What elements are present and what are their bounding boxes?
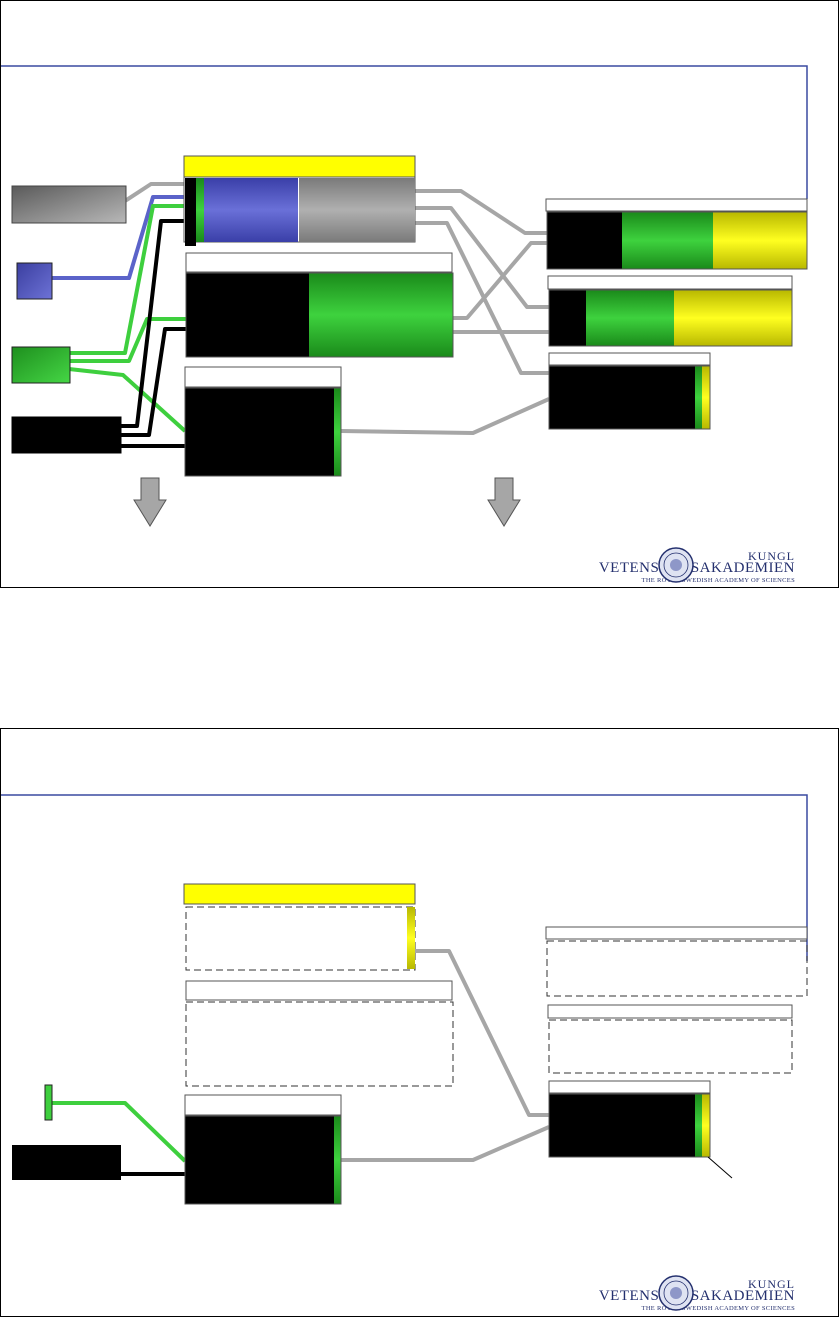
right-bar-2-header — [547, 275, 793, 290]
right-bar-3-group — [548, 1080, 711, 1158]
mid-bar-frame — [185, 272, 454, 358]
link-green-1 — [69, 204, 191, 355]
title-frame-line — [1, 794, 808, 961]
down-arrow-icon — [487, 477, 521, 527]
low-bar-header — [184, 366, 342, 388]
right-bar-1-header — [545, 198, 808, 212]
logo-line-2: VETENSKAPSAKADEMIEN — [598, 1288, 795, 1304]
link-gray-source — [123, 182, 187, 203]
low-bar-black-seg — [185, 388, 334, 476]
right-bar-2-frame — [548, 289, 793, 347]
low-bar-frame — [184, 387, 342, 477]
mid-bar-green-seg — [309, 273, 453, 357]
right-bar-2-yellow-seg — [674, 290, 792, 346]
link-low-right — [340, 397, 550, 435]
right-bar-1-green-seg — [622, 212, 713, 269]
link-low-right — [341, 1125, 550, 1162]
top-bar-group — [183, 883, 416, 971]
right-bar-3-black-seg — [549, 1094, 695, 1157]
right-bar-3-yellow-seg — [702, 1094, 710, 1157]
slide-1: KUNGL VETENSKAPSAKADEMIEN THE ROYAL SWED… — [0, 0, 839, 588]
mid-bar-header — [185, 252, 453, 273]
top-bar-black-seg — [185, 178, 196, 246]
down-arrow-icon — [133, 477, 167, 527]
right-bar-1-black-seg — [547, 212, 622, 269]
right-bar-1-dashed-frame — [546, 940, 808, 997]
link-green-source — [51, 1101, 187, 1163]
low-bar-frame — [184, 1115, 342, 1205]
mid-bar-header — [185, 980, 453, 1001]
top-bar-blue-seg — [204, 178, 298, 242]
mid-bar-dashed-frame — [185, 1001, 454, 1087]
source-gray — [11, 185, 127, 224]
connector-lines — [51, 949, 550, 1176]
top-bar-dashed-frame — [185, 906, 416, 971]
right-bar-3-green-seg — [695, 1094, 702, 1157]
top-bar-green-seg — [196, 178, 204, 242]
source-blue — [16, 262, 53, 300]
link-blue-source — [51, 195, 189, 280]
link-top-right — [415, 949, 549, 1117]
mid-bar-group — [185, 980, 454, 1087]
low-bar-group — [184, 366, 342, 477]
right-bar-1-group — [545, 198, 808, 270]
logo-line-3: THE ROYAL SWEDISH ACADEMY OF SCIENCES — [641, 577, 795, 584]
logo-line-3: THE ROYAL SWEDISH ACADEMY OF SCIENCES — [641, 1305, 795, 1312]
link-black-1 — [121, 219, 185, 428]
logo-line-1: KUNGL — [748, 549, 795, 563]
link-top-right-1 — [415, 189, 549, 235]
right-bar-3-frame — [548, 1093, 711, 1158]
right-bar-1-header — [545, 926, 808, 940]
right-bar-2-dashed-frame — [548, 1019, 793, 1074]
connector-lines — [51, 182, 550, 448]
logo-line-1: KUNGL — [748, 1277, 795, 1291]
right-bar-3-group — [548, 352, 711, 430]
right-bar-1-yellow-seg — [713, 212, 807, 269]
right-bar-2-group — [547, 1004, 793, 1074]
link-black-2 — [121, 327, 187, 437]
logo-line-2: VETENSKAPSAKADEMIEN — [598, 560, 795, 576]
top-bar-yellow-seg — [407, 907, 415, 969]
source-black — [11, 416, 122, 454]
top-bar-header — [183, 155, 416, 178]
link-top-right-2 — [415, 206, 549, 309]
top-bar-header — [183, 883, 416, 905]
low-bar-header — [184, 1094, 342, 1116]
low-bar-group — [184, 1094, 342, 1205]
right-bar-2-green-seg — [586, 290, 674, 346]
slide-2: KUNGL VETENSKAPSAKADEMIEN THE ROYAL SWED… — [0, 728, 839, 1317]
slide-1-diagram — [1, 65, 808, 527]
right-bar-3-yellow-seg — [702, 366, 710, 429]
right-bar-2-black-seg — [549, 290, 586, 346]
source-green — [11, 346, 71, 384]
academy-logo: KUNGL VETENSKAPSAKADEMIEN THE ROYAL SWED… — [599, 1271, 837, 1316]
mid-bar-group — [185, 252, 454, 358]
right-bar-3-frame — [548, 365, 711, 430]
top-bar-group — [183, 155, 416, 246]
right-bar-3-header — [548, 1080, 711, 1094]
link-mid-right-1 — [453, 241, 549, 320]
low-bar-green-seg — [334, 1116, 341, 1204]
academy-logo: KUNGL VETENSKAPSAKADEMIEN THE ROYAL SWED… — [599, 543, 837, 587]
link-green-2 — [69, 317, 187, 363]
right-bar-2-group — [547, 275, 793, 347]
source-black — [12, 1145, 121, 1180]
source-green — [44, 1084, 53, 1121]
right-bar-1-group — [545, 926, 808, 997]
right-bar-3-header — [548, 352, 711, 366]
top-bar-gray-seg — [299, 178, 415, 242]
link-green-3 — [68, 367, 187, 433]
right-bar-3-black-seg — [549, 366, 695, 429]
annotation-pointer — [707, 1156, 733, 1179]
right-bar-2-header — [547, 1004, 793, 1019]
right-bar-1-frame — [546, 211, 808, 270]
mid-bar-black-seg — [186, 273, 309, 357]
academy-seal-icon — [658, 547, 694, 583]
low-bar-black-seg — [185, 1116, 334, 1204]
right-bar-3-green-seg — [695, 366, 702, 429]
academy-seal-icon — [658, 1275, 694, 1311]
title-frame-line — [1, 65, 808, 199]
slide-2-diagram — [1, 794, 808, 1205]
low-bar-green-seg — [334, 388, 341, 476]
